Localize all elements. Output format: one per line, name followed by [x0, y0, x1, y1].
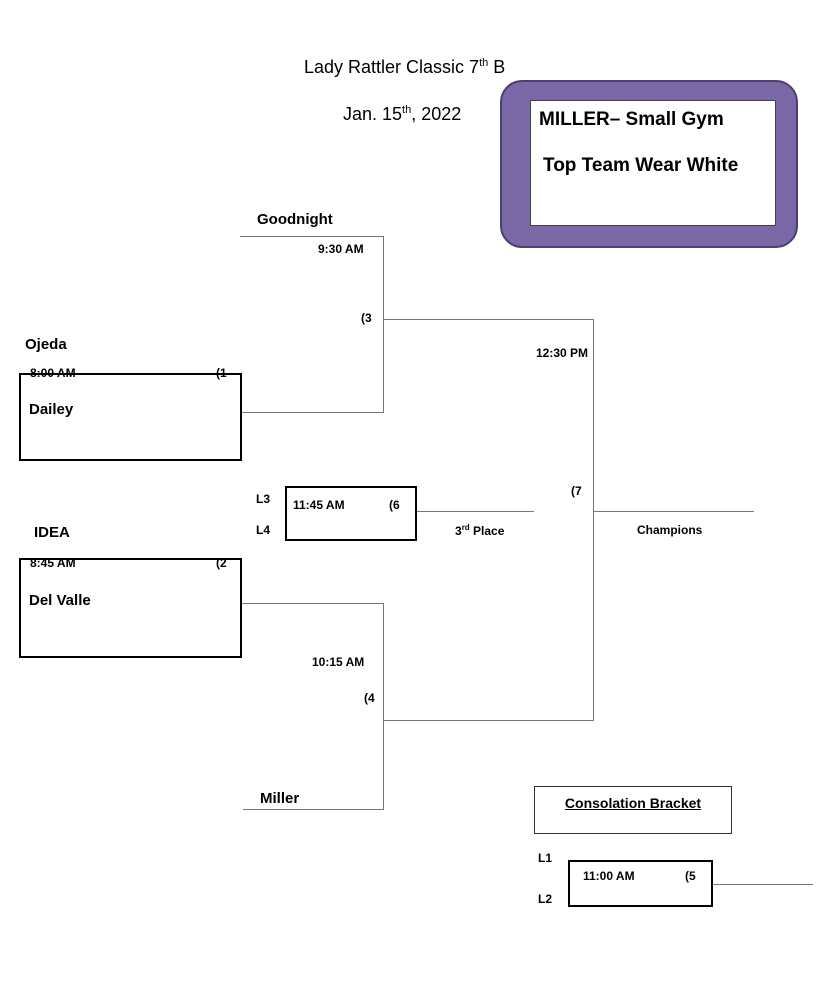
gym-location: MILLER– Small Gym [539, 109, 724, 130]
game-1-number: (1 [216, 366, 227, 380]
tournament-date: Jan. 15th, 2022 [343, 104, 462, 124]
game-5-time: 11:00 AM [583, 869, 635, 883]
game-5-number: (5 [685, 869, 696, 883]
bracket-line [242, 603, 384, 604]
bracket-line [593, 319, 594, 721]
team-idea: IDEA [34, 524, 70, 541]
bracket-line [242, 412, 384, 413]
champions-label: Champions [637, 523, 703, 537]
game-6-bottom-label: L4 [256, 523, 271, 537]
team-dailey: Dailey [29, 401, 74, 418]
game-1-box [19, 373, 242, 461]
game-7-number: (7 [571, 484, 582, 498]
bracket-line [243, 809, 384, 810]
game-5-top-label: L1 [538, 851, 553, 865]
bracket-line [594, 511, 754, 512]
game-2-box [19, 558, 242, 658]
bracket-line [384, 319, 594, 320]
gym-info-callout: MILLER– Small Gym Top Team Wear White [500, 80, 798, 248]
bracket-line [383, 236, 384, 413]
bracket-line [384, 720, 594, 721]
bracket-line [713, 884, 813, 885]
jersey-note: Top Team Wear White [543, 155, 739, 176]
game-4-time: 10:15 AM [312, 655, 365, 669]
team-miller: Miller [260, 790, 300, 807]
team-goodnight: Goodnight [257, 211, 333, 228]
game-3-time: 9:30 AM [318, 242, 364, 256]
game-2-time: 8:45 AM [30, 556, 76, 570]
game-5-box [568, 860, 713, 907]
bracket-line [383, 603, 384, 809]
consolation-bracket-header: Consolation Bracket [534, 786, 732, 834]
game-5-bottom-label: L2 [538, 892, 553, 906]
team-ojeda: Ojeda [25, 336, 67, 353]
bracket-line [417, 511, 534, 512]
game-3-number: (3 [361, 311, 372, 325]
bracket-line [240, 236, 384, 237]
game-6-time: 11:45 AM [293, 498, 345, 512]
game-6-number: (6 [389, 498, 400, 512]
tournament-title: Lady Rattler Classic 7th B [304, 57, 506, 77]
team-del-valle: Del Valle [29, 592, 91, 609]
game-6-top-label: L3 [256, 492, 271, 506]
game-7-time: 12:30 PM [536, 346, 589, 360]
game-4-number: (4 [364, 691, 375, 705]
game-6-box [285, 486, 417, 541]
third-place-label: 3rd Place [455, 523, 505, 538]
game-2-number: (2 [216, 556, 227, 570]
gym-info-panel: MILLER– Small Gym Top Team Wear White [530, 100, 776, 226]
game-1-time: 8:00 AM [30, 366, 76, 380]
